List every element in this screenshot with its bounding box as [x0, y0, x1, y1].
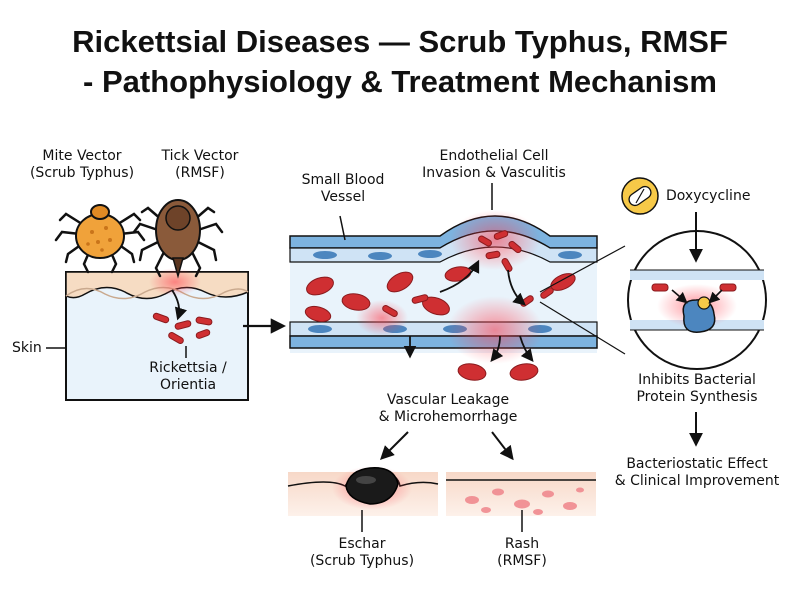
rash-label: Rash (RMSF) [497, 536, 547, 569]
skin-entry-arrow [171, 289, 187, 321]
skin-block [65, 268, 249, 401]
skin-label: Skin [12, 340, 42, 356]
small-vessel-label: Small Blood Vessel [301, 172, 385, 205]
to-rash-arrow [491, 431, 514, 461]
leakage-label: Vascular Leakage & Microhemorrhage [378, 392, 518, 425]
leaked-cells [457, 363, 539, 381]
zoom-connector [539, 245, 626, 355]
tick-vector-label: Tick Vector (RMSF) [161, 148, 239, 181]
page-title: Rickettsial Diseases — Scrub Typhus, RMS… [0, 22, 800, 102]
inhibits-label: Inhibits Bacterial Protein Synthesis [636, 372, 758, 405]
title-line-2: - Pathophysiology & Treatment Mechanism [83, 64, 717, 99]
tick-icon [132, 199, 224, 279]
bacteria-icon [152, 312, 213, 344]
vessel-pointer [339, 215, 346, 241]
capsule-icon [621, 177, 659, 215]
title-line-1: Rickettsial Diseases — Scrub Typhus, RMS… [72, 24, 728, 59]
vessel-flow-arrows [403, 259, 534, 362]
mite-vector-label: Mite Vector (Scrub Typhus) [29, 148, 135, 181]
red-blood-cell-icon [304, 266, 576, 323]
zoom-arrows [671, 289, 723, 304]
endothelial-label: Endothelial Cell Invasion & Vasculitis [422, 148, 566, 181]
ribosome-icon [682, 296, 716, 333]
eschar-label: Eschar (Scrub Typhus) [309, 536, 415, 569]
eschar-patch [287, 466, 439, 516]
rickettsia-label: Rickettsia / Orientia [149, 360, 227, 393]
rash-patch [446, 472, 596, 516]
bacteriostatic-label: Bacteriostatic Effect & Clinical Improve… [614, 456, 780, 489]
to-eschar-arrow [380, 431, 409, 460]
doxycycline-label: Doxycycline [666, 188, 751, 204]
mite-icon [54, 204, 146, 274]
